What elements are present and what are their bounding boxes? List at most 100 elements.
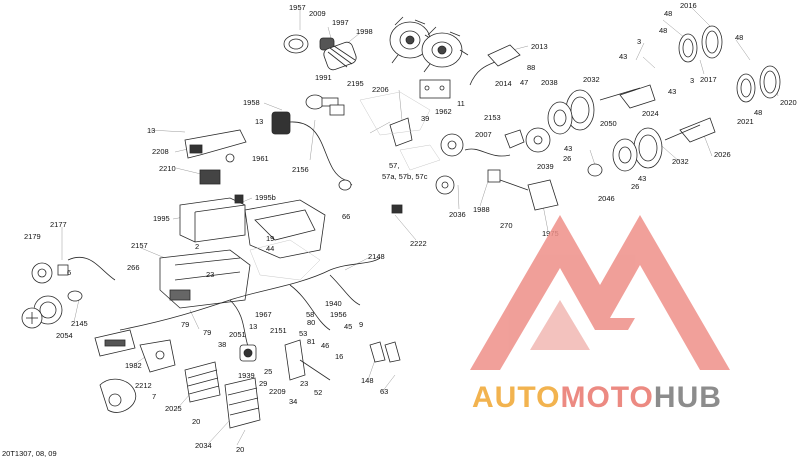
headlight-ring-2017 — [678, 33, 698, 63]
bulb-socket-2039 — [525, 127, 551, 153]
battery-1995 — [179, 194, 246, 243]
grommet-1957 — [283, 34, 309, 54]
callout: 66 — [342, 212, 351, 221]
callout: 2024 — [642, 109, 659, 118]
callout: 2009 — [309, 9, 326, 18]
connector-66 — [338, 179, 352, 191]
light-2179 — [31, 256, 116, 284]
callout: 2038 — [541, 78, 558, 87]
callout: 2209 — [269, 387, 286, 396]
callout: 34 — [289, 397, 298, 406]
callout: 2026 — [714, 150, 731, 159]
watermark-auto: AUTO — [472, 381, 561, 414]
callout: 2210 — [159, 164, 176, 173]
callout: 1967 — [255, 310, 272, 319]
callout: 2208 — [152, 147, 169, 156]
module-1975 — [499, 179, 559, 211]
sensor-1988 — [487, 169, 501, 183]
callout: 2014 — [495, 79, 512, 88]
callout: 3 — [637, 37, 642, 46]
sensor-2195 — [329, 104, 345, 116]
callout: 13 — [147, 126, 156, 135]
bracket-2212 — [139, 339, 176, 373]
callout: 2020 — [780, 98, 797, 107]
callout: 39 — [421, 114, 430, 123]
callout: 2177 — [50, 220, 67, 229]
callout: 1997 — [332, 18, 349, 27]
callout: 38 — [218, 340, 227, 349]
callout: 9 — [359, 320, 364, 329]
callout: 1998 — [356, 27, 373, 36]
callout: 2 — [195, 242, 200, 251]
callout: 1940 — [325, 299, 342, 308]
callout: 1957 — [289, 3, 306, 12]
bracket-2026 — [679, 117, 716, 143]
bracket-2209 — [284, 339, 306, 381]
callout: 1958 — [243, 98, 260, 107]
bracket-2208 — [184, 129, 247, 163]
callout: 47 — [520, 78, 529, 87]
callout: 1939 — [238, 371, 255, 380]
headlight-ring-2021 — [736, 73, 756, 103]
battery-tray — [244, 199, 326, 259]
fuel-pump-1998 — [323, 41, 357, 71]
callout: 270 — [500, 221, 513, 230]
callout: 29 — [259, 379, 268, 388]
callout: 2054 — [56, 331, 73, 340]
callout: 13 — [255, 117, 264, 126]
connector-2153 — [464, 129, 525, 157]
callout: 20 — [236, 445, 245, 454]
callout: 7 — [152, 392, 157, 401]
sensor-2206 — [389, 117, 413, 147]
horn-2054 — [21, 295, 63, 329]
callout: 2145 — [71, 319, 88, 328]
callout: 57, — [389, 161, 400, 170]
callout: 20 — [192, 417, 201, 426]
harness-2014 — [469, 44, 521, 86]
callout: 2151 — [270, 326, 287, 335]
callout: 23 — [206, 270, 215, 279]
regulator-2034 — [224, 377, 261, 429]
switch-2051 — [239, 344, 257, 362]
callout: 26 — [631, 182, 640, 191]
callout: 13 — [249, 322, 258, 331]
callout: 46 — [321, 341, 330, 350]
connector-2222 — [391, 204, 403, 214]
watermark-moto: MOTO — [560, 381, 654, 414]
callout: 2032 — [672, 157, 689, 166]
callout: 11 — [457, 99, 465, 108]
callout: 23 — [300, 379, 309, 388]
callout: 2206 — [372, 85, 389, 94]
callout: 80 — [307, 318, 316, 327]
callout: 1988 — [473, 205, 490, 214]
callout: 58 — [306, 310, 315, 319]
module-1982 — [94, 329, 136, 357]
socket-2145 — [67, 290, 83, 302]
callout: 2195 — [347, 79, 364, 88]
callout: 1991 — [315, 73, 332, 82]
fuse-box-2157 — [159, 249, 251, 309]
callout: 88 — [527, 63, 536, 72]
callout: 2017 — [700, 75, 717, 84]
callout: 3 — [690, 76, 695, 85]
callout: 2025 — [165, 404, 182, 413]
callout: 44 — [266, 244, 275, 253]
starter-motor-right — [421, 26, 469, 73]
callout: 43 — [638, 174, 647, 183]
callout: 2021 — [737, 117, 754, 126]
callout: 57a, 57b, 57c — [382, 172, 428, 181]
callout: 1962 — [435, 107, 452, 116]
callout: 1995 — [153, 214, 170, 223]
headlamp-2038 — [547, 89, 595, 135]
callout: 266 — [127, 263, 140, 272]
callout: 25 — [264, 367, 273, 376]
callout: 1961 — [252, 154, 269, 163]
headlight-ring-2016 — [701, 25, 723, 59]
diagram-reference-code: 20T1307, 08, 09 — [2, 449, 57, 458]
regulator-2025 — [184, 361, 221, 403]
clamps-148 — [369, 341, 401, 363]
callout: 19 — [266, 234, 275, 243]
callout: 2222 — [410, 239, 427, 248]
callout: 63 — [380, 387, 389, 396]
